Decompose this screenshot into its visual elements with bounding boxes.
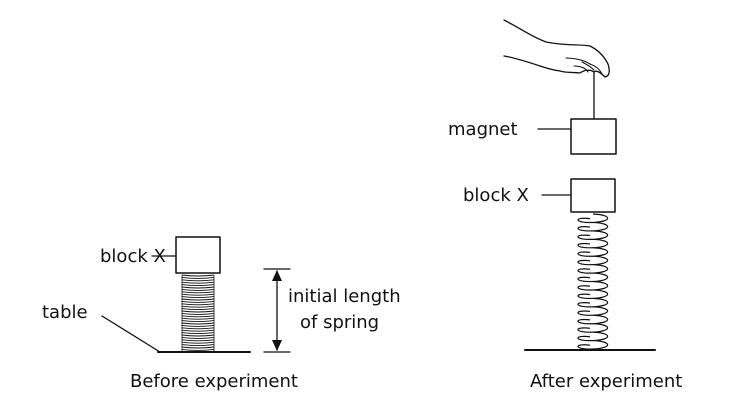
right-block-label: block X [463,185,529,206]
initial-length-arrow [263,268,291,353]
spring-coil [181,339,215,342]
spring-coil [181,308,215,311]
spring-coil [181,346,215,349]
initial-length-label-line2: of spring [300,312,379,333]
magnet [570,118,617,155]
spring-coil [181,348,215,351]
spring-coil [181,279,215,282]
spring-coil [181,288,215,291]
left-block-x [175,236,221,274]
table-pointer [101,315,161,353]
spring-coil-path [577,213,609,350]
spring-coil [181,320,215,323]
magnet-label: magnet [448,119,518,140]
spring-coil [181,327,215,330]
spring-coil [181,322,215,325]
after-caption: After experiment [530,371,682,392]
spring-coil [181,276,215,279]
spring-coil [181,293,215,296]
spring-coil [181,281,215,284]
spring-coil [181,310,215,313]
spring-coil [181,291,215,294]
right-block-x [570,178,616,213]
after-panel: magnet block X After experiment [448,19,682,392]
spring-coil [181,317,215,320]
spring-coil [181,341,215,344]
initial-length-label-line1: initial length [288,286,401,307]
spring-coil [181,336,215,339]
spring-coil [181,329,215,332]
extended-spring [577,213,609,350]
spring-coil [181,284,215,287]
before-panel: block X table initial length of spring B… [42,236,401,392]
spring-coil [181,315,215,318]
spring-coil [181,312,215,315]
spring-coil [181,300,215,303]
compressed-spring [181,274,215,351]
spring-coil [181,344,215,347]
table-label: table [42,302,88,323]
spring-coil [181,332,215,335]
left-block-label: block X [100,246,166,267]
spring-coil [181,296,215,299]
spring-coil [181,334,215,337]
before-caption: Before experiment [130,371,298,392]
hand-icon [503,19,610,78]
spring-coil [181,324,215,327]
spring-coil [181,298,215,301]
spring-coil [181,305,215,308]
spring-coil [181,286,215,289]
spring-coil [181,274,215,277]
spring-coil [181,303,215,306]
